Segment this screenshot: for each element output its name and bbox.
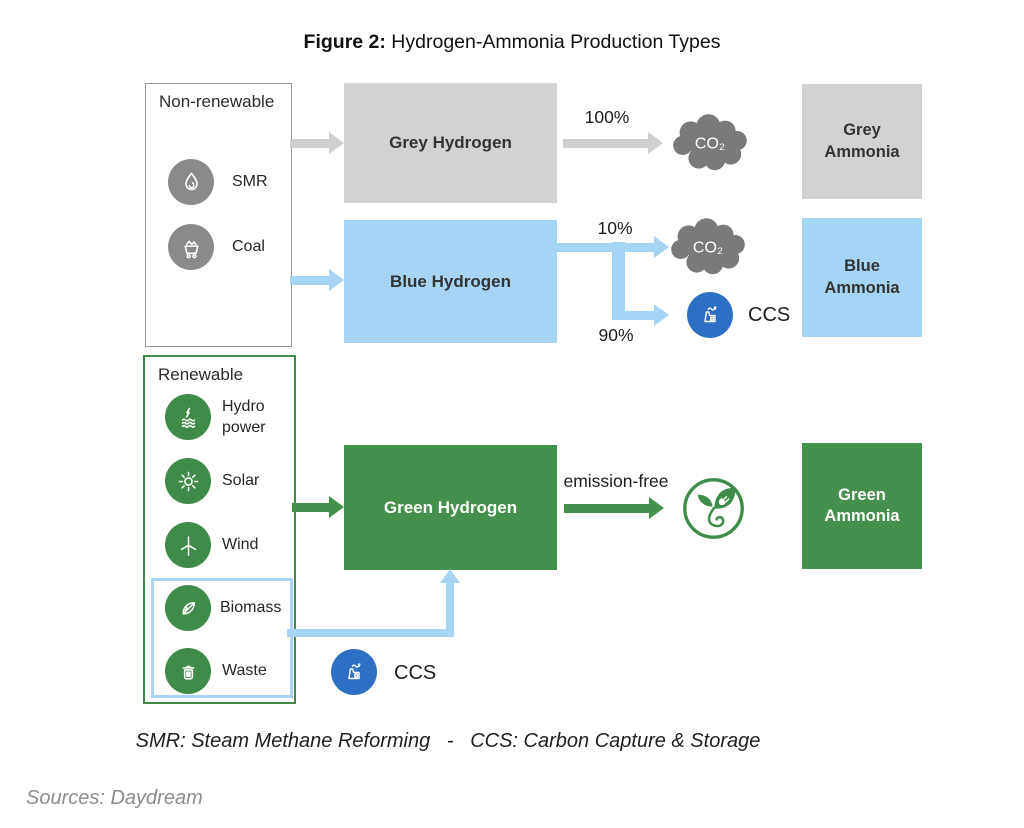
wind-turbine-icon bbox=[180, 535, 196, 556]
grey-hydrogen-label: Grey Hydrogen bbox=[389, 133, 512, 152]
solar-item bbox=[165, 458, 211, 504]
biomass-item bbox=[165, 585, 211, 631]
blue-hydrogen-label: Blue Hydrogen bbox=[390, 271, 511, 291]
leaf-icon bbox=[181, 601, 195, 615]
arrow-green-hydrogen-emission-free bbox=[564, 497, 664, 519]
eco-leaf-plug-icon bbox=[683, 478, 744, 539]
ccs-label-bottom: CCS bbox=[394, 662, 437, 684]
hydropower-label: Hydro power bbox=[222, 398, 266, 436]
abbreviation-legend: SMR: Steam Methane Reforming - CCS: Carb… bbox=[135, 730, 761, 752]
hydropower-icon bbox=[181, 407, 195, 428]
green-hydrogen-box: Green Hydrogen bbox=[344, 445, 557, 570]
smr-label: SMR bbox=[232, 173, 268, 190]
biomass-waste-sub-box bbox=[151, 578, 293, 698]
biomass-ccs-connector-arrowhead bbox=[440, 569, 460, 583]
green-ammonia-box: Green Ammonia bbox=[802, 443, 922, 569]
coal-item bbox=[168, 224, 214, 270]
grey-ammonia-box: Grey Ammonia bbox=[802, 84, 922, 199]
figure-title: Figure 2: Hydrogen-Ammonia Production Ty… bbox=[0, 31, 1024, 54]
blue-co2-percentage: 10% bbox=[597, 218, 633, 238]
smr-item bbox=[168, 159, 214, 205]
wind-item bbox=[165, 522, 211, 568]
co2-cloud-blue-path-label: CO₂ bbox=[693, 240, 723, 257]
waste-item bbox=[165, 648, 211, 694]
figure-title-text: Hydrogen-Ammonia Production Types bbox=[385, 31, 721, 53]
co2-cloud-grey-label: CO₂ bbox=[695, 136, 725, 153]
flame-icon bbox=[184, 172, 198, 190]
blue-ccs-percentage: 90% bbox=[598, 325, 634, 345]
figure-title-number: Figure 2: bbox=[303, 31, 386, 53]
blue-ammonia-label: Blue Ammonia bbox=[824, 257, 900, 297]
arrow-nonrenewable-to-grey-hydrogen bbox=[290, 132, 344, 154]
co2-cloud-blue-path: CO₂ bbox=[671, 218, 745, 275]
arrow-blue-hydrogen-to-co2 bbox=[557, 236, 669, 258]
arrow-nonrenewable-to-blue-hydrogen bbox=[290, 269, 344, 291]
coal-cart-icon bbox=[183, 240, 199, 258]
biomass-ccs-connector-vertical bbox=[446, 582, 454, 637]
ccs-label-right: CCS bbox=[748, 304, 791, 326]
wind-label: Wind bbox=[222, 536, 259, 553]
arrow-renewable-to-green-hydrogen bbox=[292, 496, 344, 518]
carbon-capture-factory-icon bbox=[704, 306, 717, 323]
biomass-label: Biomass bbox=[220, 599, 282, 616]
grey-hydrogen-box: Grey Hydrogen bbox=[344, 83, 557, 203]
sources-note: Sources: Daydream bbox=[26, 787, 203, 809]
sun-icon bbox=[178, 471, 198, 491]
biomass-ccs-connector-horizontal bbox=[287, 629, 454, 637]
blue-split-stem bbox=[612, 242, 625, 317]
ccs-item-bottom bbox=[331, 649, 377, 695]
renewable-group-title: Renewable bbox=[158, 365, 244, 384]
coal-label: Coal bbox=[232, 238, 265, 255]
green-hydrogen-label: Green Hydrogen bbox=[383, 497, 518, 517]
co2-cloud-grey: CO₂ bbox=[673, 114, 747, 171]
trash-bin-icon bbox=[182, 665, 194, 680]
grey-ammonia-label: Grey Ammonia bbox=[824, 121, 900, 161]
ccs-item-right bbox=[687, 292, 733, 338]
blue-ammonia-box: Blue Ammonia bbox=[802, 218, 922, 337]
solar-label: Solar bbox=[222, 472, 260, 489]
green-ammonia-label: Green Ammonia bbox=[824, 485, 900, 525]
hydropower-item bbox=[165, 394, 211, 440]
arrow-grey-hydrogen-to-co2 bbox=[563, 132, 663, 154]
waste-label: Waste bbox=[222, 662, 267, 679]
arrow-blue-hydrogen-to-ccs bbox=[612, 304, 669, 326]
carbon-capture-factory-icon bbox=[348, 663, 361, 680]
non-renewable-group-box: Non-renewable bbox=[145, 83, 292, 347]
blue-hydrogen-box: Blue Hydrogen bbox=[344, 220, 557, 343]
emission-free-label: emission-free bbox=[563, 471, 669, 491]
grey-co2-percentage: 100% bbox=[584, 107, 630, 127]
non-renewable-group-title: Non-renewable bbox=[159, 92, 275, 111]
